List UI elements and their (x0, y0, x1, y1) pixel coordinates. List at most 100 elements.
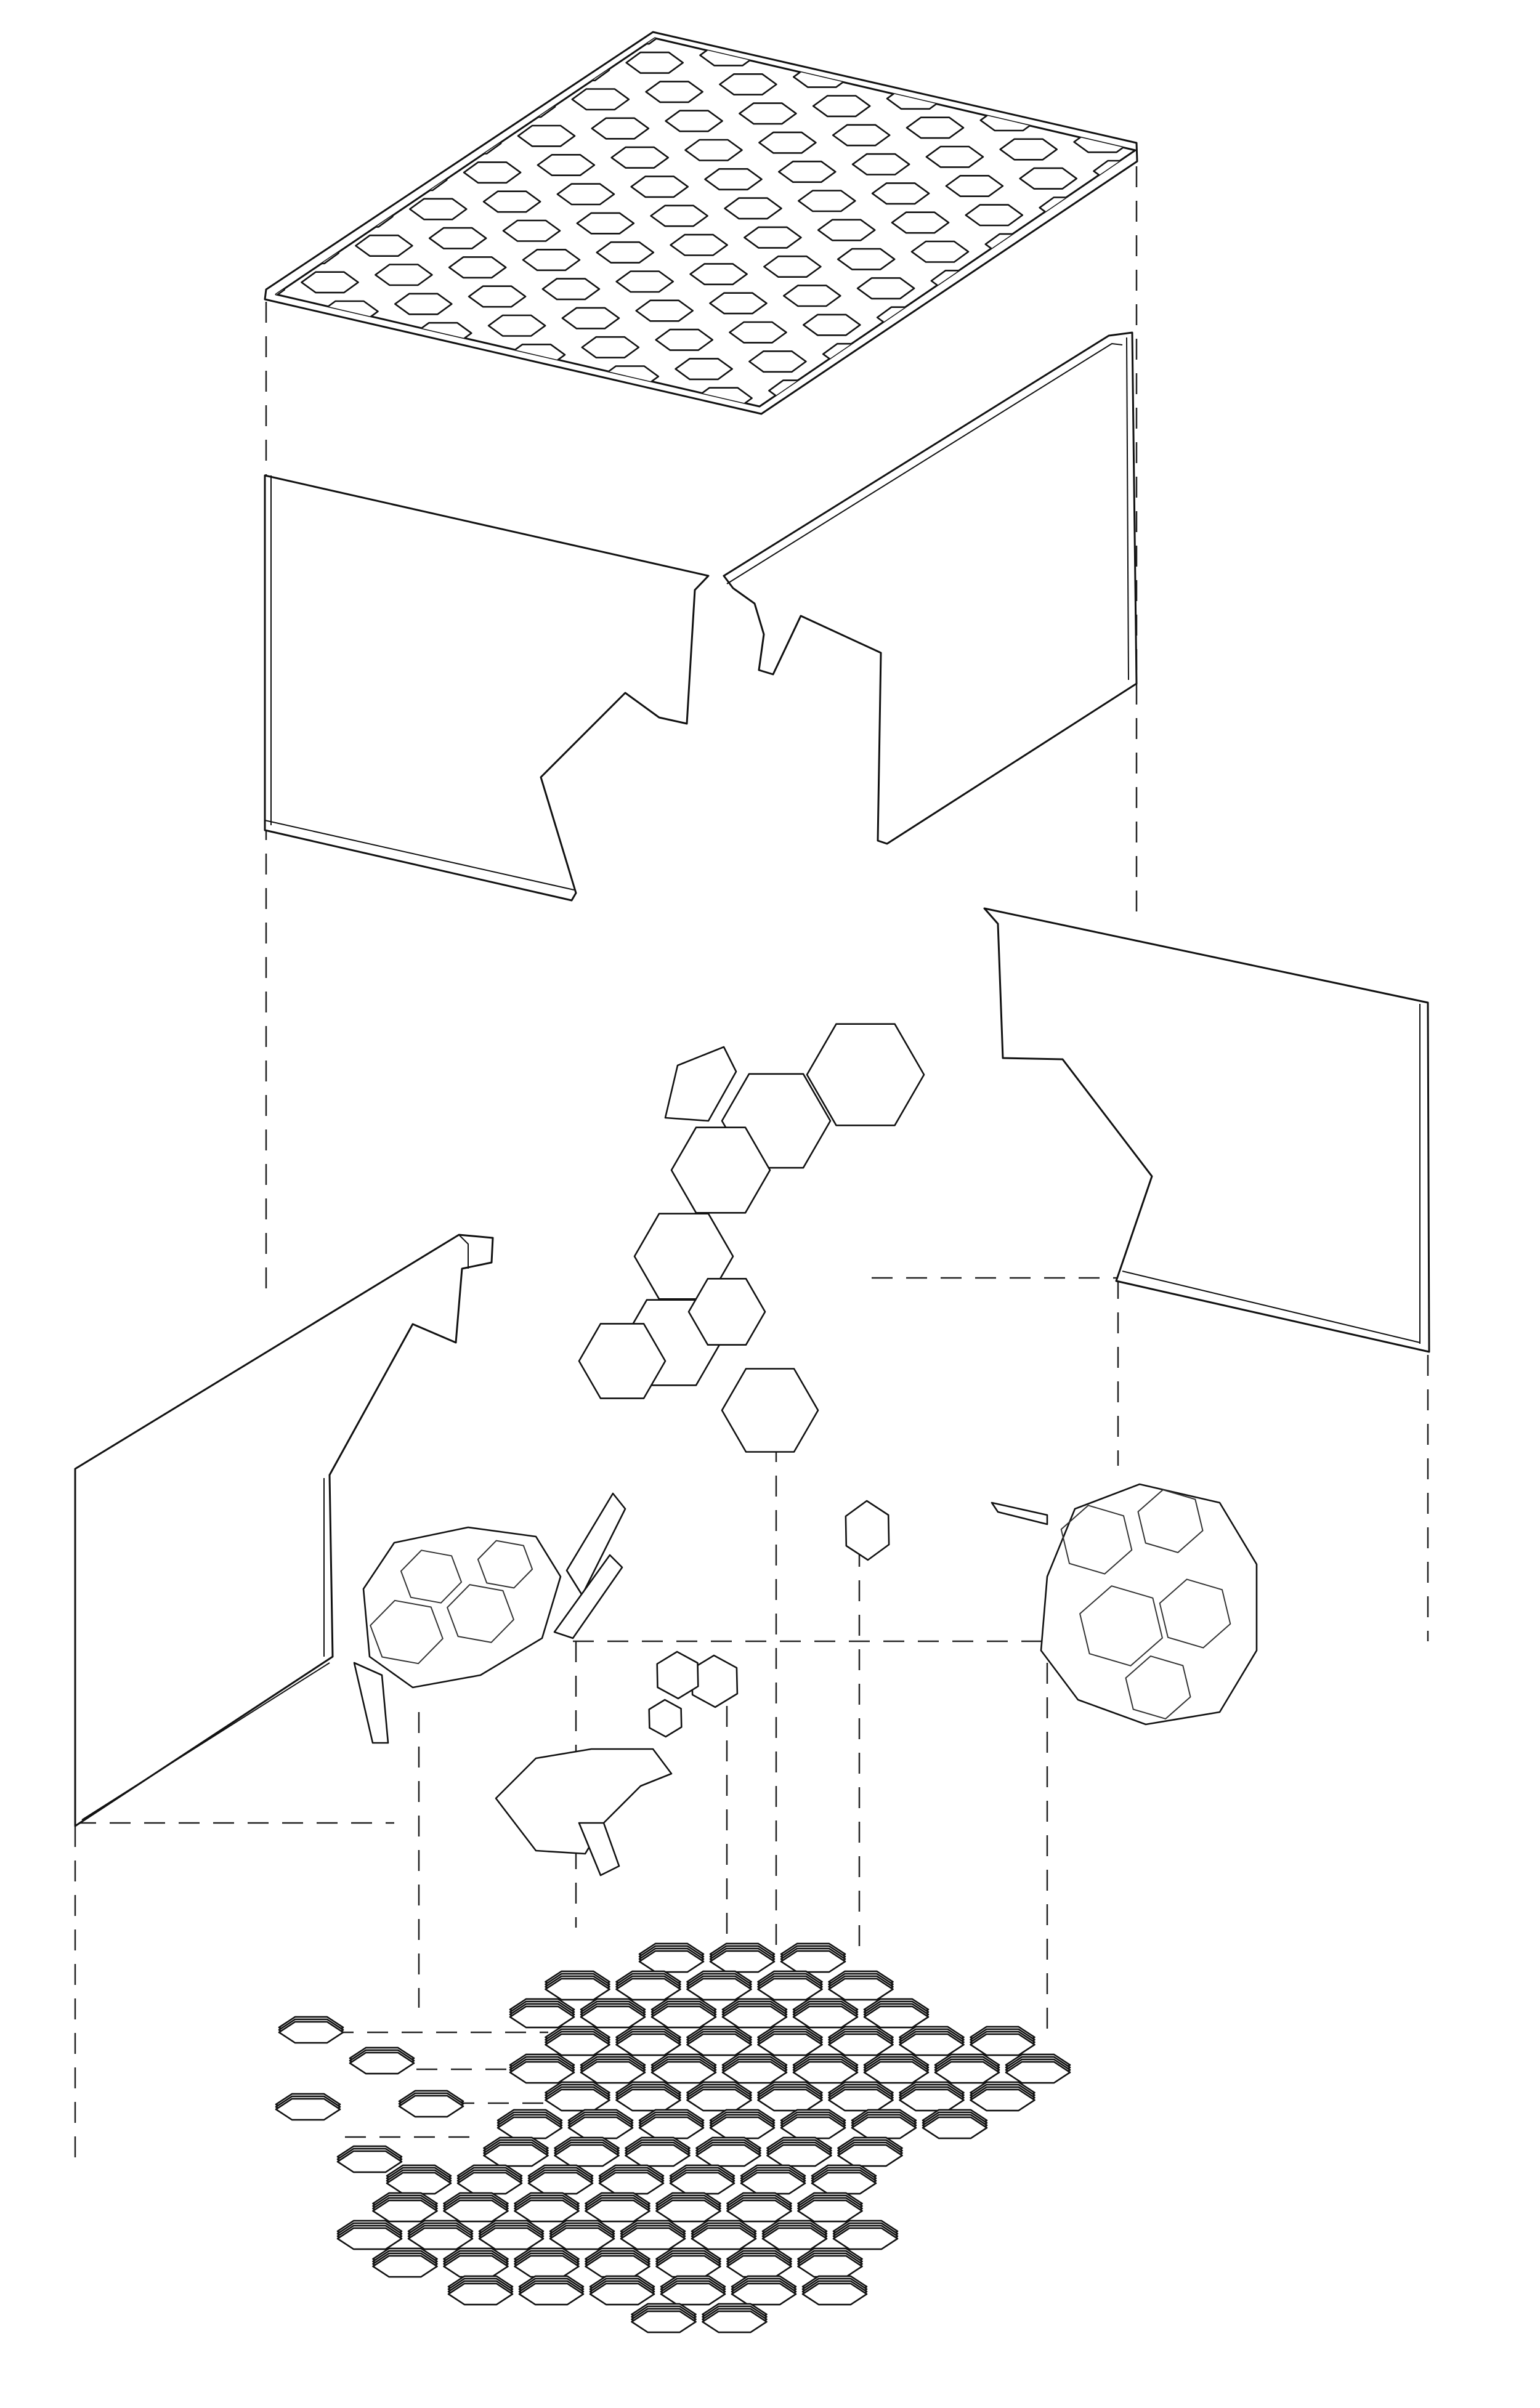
top-grid-cell (999, 138, 1058, 161)
floor-tile (518, 2282, 585, 2306)
top-grid-cell (591, 117, 650, 140)
upper-right-wall (723, 331, 1138, 845)
top-grid-cell (783, 285, 841, 307)
top-grid-cell (571, 88, 630, 111)
top-grid-cell (556, 183, 615, 206)
floor-tile (372, 2199, 438, 2223)
floor-tile (780, 2116, 846, 2139)
top-grid-cell (1127, 94, 1135, 117)
top-grid-cell (748, 350, 807, 373)
floor-tile (615, 2033, 681, 2056)
floor-tile (922, 2116, 988, 2139)
top-grid-cell (522, 248, 581, 272)
top-grid-cell (670, 233, 728, 256)
top-grid-cell (355, 234, 413, 257)
chain-hexagon-6 (578, 1323, 667, 1399)
top-grid-cell (995, 15, 1052, 36)
left-cluster-shard-1 (565, 1492, 626, 1596)
top-grid-cell (763, 255, 822, 278)
top-grid-cell (920, 38, 979, 44)
floor-tile (828, 2033, 894, 2056)
top-grid-cell (709, 292, 768, 315)
floor-tile (509, 2005, 575, 2029)
top-grid-cell (715, 417, 772, 438)
fragment-hexagon-4 (648, 1699, 683, 1738)
central-hexagon-chain (578, 1023, 925, 1453)
top-grid-cell (758, 131, 817, 154)
top-grid-cell (645, 81, 703, 103)
top-grid-cell (615, 270, 674, 293)
floor-tile (638, 2116, 705, 2139)
top-grid-cell (665, 110, 723, 132)
left-cluster-cell-4 (477, 1540, 533, 1589)
left-cluster-shard-2 (553, 1554, 623, 1639)
right-cluster-cell-1 (1060, 1505, 1133, 1575)
floor-tile (797, 2199, 863, 2223)
floor-tile (792, 2005, 859, 2029)
floor-tile (970, 2033, 1035, 2056)
chain-hexagon-7 (721, 1368, 819, 1453)
top-grid-cell (635, 299, 694, 322)
top-grid-cell (803, 313, 861, 336)
fragment-hexagon-1 (845, 1500, 890, 1561)
floor-tile (625, 2144, 691, 2167)
top-grid-cell (681, 16, 737, 36)
floor-tile (585, 2199, 650, 2223)
left-cluster-cell-1 (370, 1599, 444, 1665)
floor-tile (1005, 2061, 1071, 2084)
upper-left-wall (264, 474, 710, 902)
chain-hexagon-1 (806, 1023, 925, 1126)
floor-tile (447, 2282, 514, 2306)
top-grid-cell (487, 314, 546, 337)
top-grid-cell (940, 51, 999, 73)
floor-tile (695, 2144, 761, 2167)
floor-tile (509, 2061, 575, 2084)
top-grid-cell (517, 124, 576, 147)
top-grid-cell (754, 9, 811, 30)
chain-fragment (664, 1046, 737, 1122)
top-grid-cell (610, 146, 669, 169)
floor-tile (899, 2033, 965, 2056)
top-grid-cell (910, 240, 970, 263)
loose-tile-3 (275, 2098, 341, 2121)
top-grid-cell (925, 145, 984, 168)
top-grid-cell (856, 277, 915, 300)
floor-tile (801, 2282, 868, 2306)
floor-tile (386, 2172, 452, 2195)
top-grid-cell (965, 204, 1024, 227)
floor-tile (709, 1950, 776, 1973)
floor-tile (631, 2310, 697, 2333)
top-grid-cell (773, 38, 832, 59)
loose-tile-4 (398, 2095, 464, 2118)
floor-tile (660, 2282, 726, 2306)
top-grid-cell (684, 139, 743, 161)
top-grid-cell (1182, 59, 1239, 79)
top-panel-inner-edge (275, 37, 1137, 408)
top-grid-cell (1108, 65, 1135, 87)
top-grid-cell (561, 307, 620, 329)
top-grid-cell (837, 248, 896, 270)
fragment-hexagon-3 (656, 1650, 699, 1700)
floor-tile (580, 2005, 646, 2029)
top-grid-cell (661, 0, 718, 7)
top-grid-cell (537, 154, 596, 177)
top-grid-cell (1202, 87, 1258, 108)
floor-tile (970, 2088, 1035, 2112)
floor-tile (691, 2227, 757, 2250)
floor-tile (863, 2005, 930, 2029)
floor-tile (761, 2227, 828, 2250)
floor-tile (740, 2172, 806, 2195)
floor-tile (336, 2227, 403, 2250)
top-grid-cell (1034, 72, 1092, 95)
top-grid-cell (596, 241, 655, 264)
top-grid-cell (798, 190, 856, 212)
floor-tile (372, 2255, 438, 2278)
top-grid-cell (960, 79, 1019, 102)
floor-tile (837, 2144, 903, 2167)
floor-tile (726, 2199, 792, 2223)
middle-right-wall (983, 907, 1430, 1353)
right-cluster-cell-5 (1125, 1655, 1191, 1719)
right-cluster-cell-2 (1137, 1489, 1204, 1553)
top-grid-cell (301, 271, 359, 294)
